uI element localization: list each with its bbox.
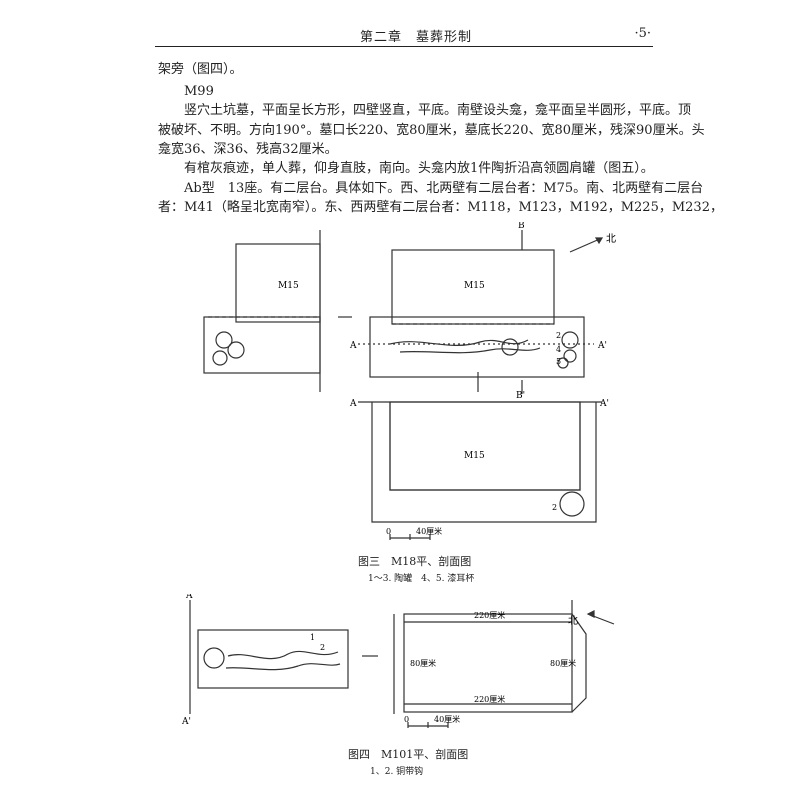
fig4-a-label: A — [185, 594, 193, 601]
figure-3-legend: 1～3. 陶罐 4、5. 漆耳杯 — [368, 574, 475, 584]
body-line-2: M99 — [184, 84, 214, 99]
fig3-a2-label: A' — [597, 341, 607, 351]
fig3-item-2: 2 — [556, 331, 561, 340]
fig4-scale-zero: 0 — [404, 715, 409, 724]
figure-3-title: 图三 M18平、剖面图 — [358, 555, 472, 568]
figure-4-drawing: A A' 1 2 220厘米 220厘米 80厘米 80厘米 北 0 40厘米 — [181, 594, 615, 728]
fig3-tomb-label-section: M15 — [464, 451, 485, 461]
fig4-scale-label: 40厘米 — [434, 714, 460, 724]
fig3-scale-zero: 0 — [386, 527, 391, 536]
fig4-north-label: 北 — [568, 615, 578, 627]
fig4-dim-bottom: 220厘米 — [474, 694, 505, 704]
fig4-item-1: 1 — [310, 633, 315, 642]
figure-3-drawing: M15 M15 M15 北 A A' A A' B B' 2 4 5 2 0 4… — [203, 222, 616, 540]
body-line-1: 架旁（图四）。 — [158, 62, 243, 77]
figure-4-legend: 1、2. 铜带钩 — [370, 767, 424, 777]
page-number: ·5· — [634, 26, 651, 41]
figure-4-title: 图四 M101平、剖面图 — [348, 748, 469, 761]
fig3-north-label: 北 — [606, 233, 616, 245]
body-line-6: 有棺灰痕迹，单人葬，仰身直肢，南向。头龛内放1件陶折沿高领圆肩罐（图五）。 — [184, 161, 654, 176]
fig4-a2-label: A' — [181, 717, 191, 727]
fig3-item-2-section: 2 — [552, 503, 557, 512]
body-line-7: Ab型 13座。有二层台。具体如下。西、北两壁有二层台者：M75。南、北两壁有二… — [184, 181, 704, 196]
fig3-a-label-section: A — [349, 399, 357, 409]
fig3-scale-label: 40厘米 — [416, 526, 442, 536]
body-line-8: 者：M41（略呈北宽南窄）。东、西两壁有二层台者：M118，M123，M192，… — [158, 200, 723, 215]
body-line-5: 龛宽36、深36、残高32厘米。 — [158, 142, 338, 157]
fig3-b-label: B — [518, 222, 525, 231]
fig3-a2-label-section: A' — [599, 399, 609, 409]
fig3-tomb-label-plan: M15 — [464, 281, 485, 291]
fig4-item-2: 2 — [320, 643, 325, 652]
fig4-width-left: 80厘米 — [410, 658, 436, 668]
fig3-tomb-label-left: M15 — [278, 281, 299, 291]
page-header: 第二章 墓葬形制 ·5· — [155, 22, 653, 47]
fig3-item-5: 5 — [556, 357, 561, 366]
fig4-width-right: 80厘米 — [550, 658, 576, 668]
fig3-b2-label: B' — [516, 391, 525, 401]
fig4-dim-top: 220厘米 — [474, 610, 505, 620]
chapter-title: 第二章 墓葬形制 — [360, 30, 473, 45]
fig3-item-4: 4 — [556, 345, 561, 354]
fig3-a-label: A — [349, 341, 357, 351]
body-line-4: 被破坏、不明。方向190°。墓口长220、宽80厘米，墓底长220、宽80厘米，… — [158, 123, 705, 138]
body-line-3: 竖穴土坑墓，平面呈长方形，四壁竖直，平底。南壁设头龛，龛平面呈半圆形，平底。顶 — [184, 103, 692, 118]
